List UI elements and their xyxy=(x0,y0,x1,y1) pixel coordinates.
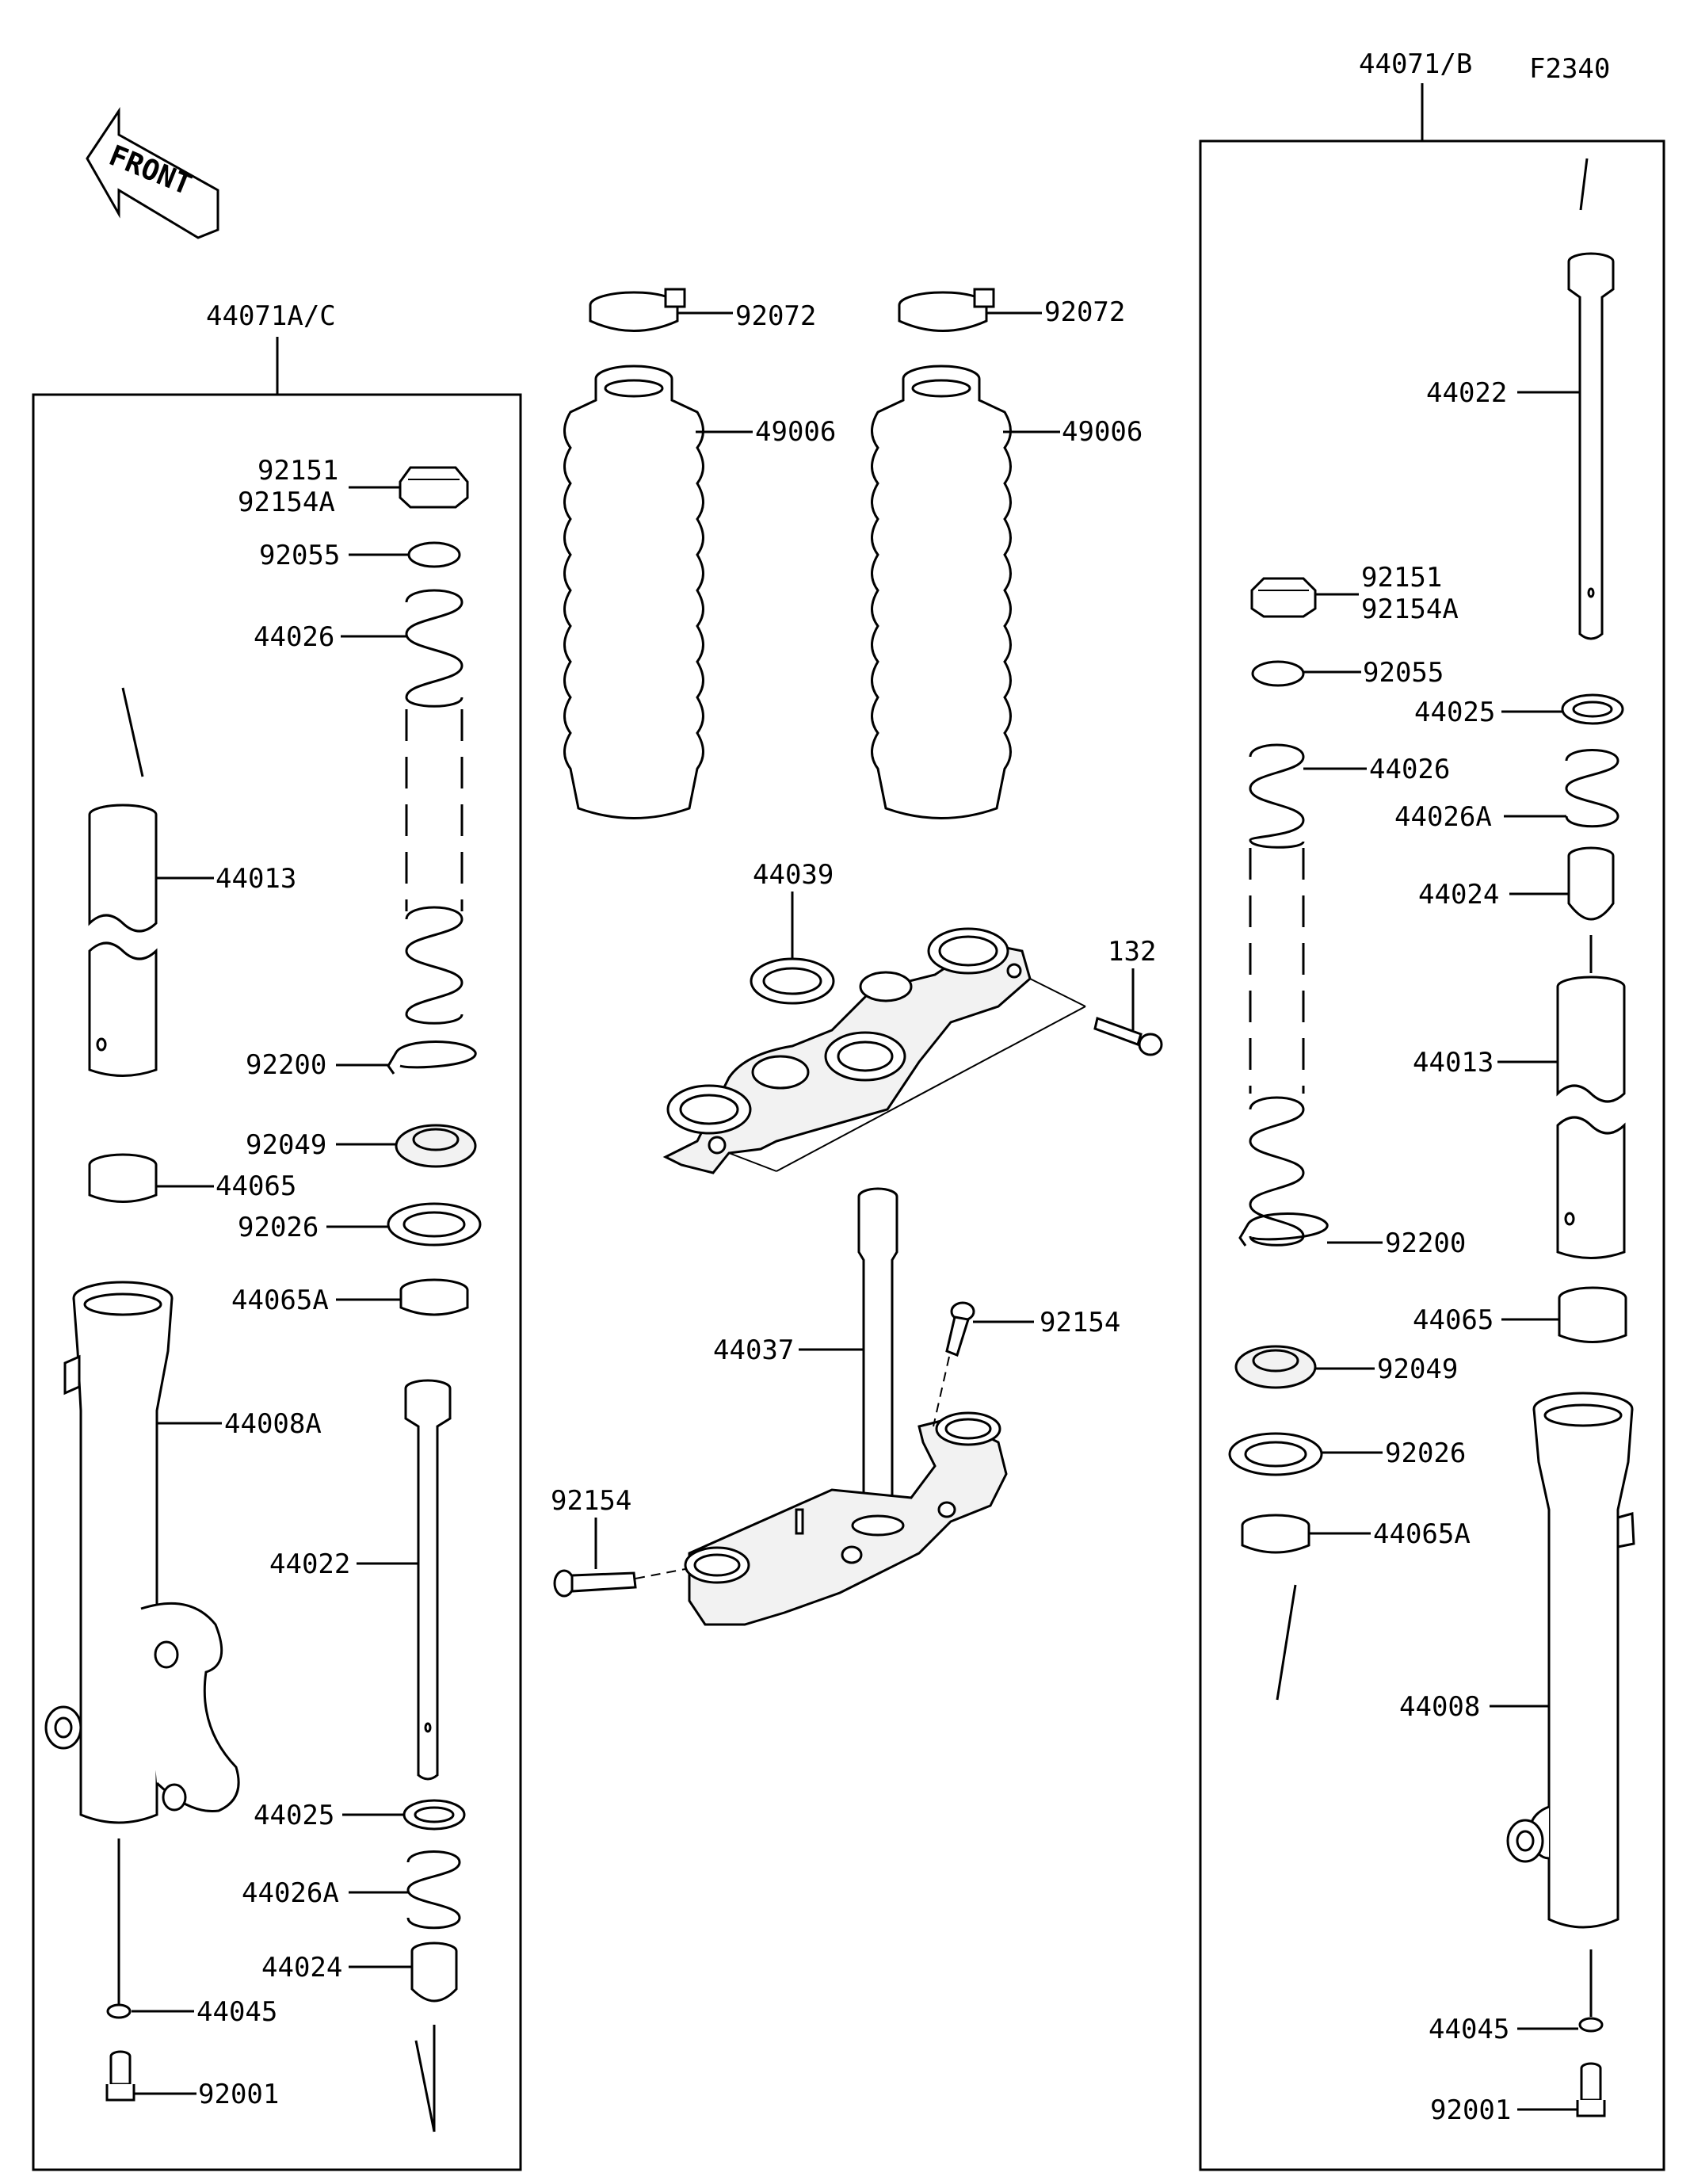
o-ring-left xyxy=(407,541,461,568)
guide-bushing-left xyxy=(399,1278,469,1316)
rebound-spring-left xyxy=(406,1850,461,1930)
cap-bolt-left xyxy=(399,466,469,509)
diagram-code: F2340 xyxy=(1529,53,1610,85)
part-number-label: 44024 xyxy=(261,1952,342,1984)
o-ring-right xyxy=(1251,660,1305,687)
drain-washer-left xyxy=(106,2003,132,2019)
part-number-label: 44065A xyxy=(231,1285,329,1316)
part-number-label: 44022 xyxy=(269,1548,350,1580)
left-assembly-frame xyxy=(32,393,522,2171)
part-number-label: 92001 xyxy=(198,2079,279,2110)
front-arrow-icon: FRONT xyxy=(86,107,219,239)
part-number-label: 44045 xyxy=(196,1996,277,2028)
fork-spring-right xyxy=(1249,743,1305,1247)
part-number-label: 92055 xyxy=(259,540,340,571)
part-number-label: 44025 xyxy=(254,1800,334,1831)
part-number-label: 92151 xyxy=(258,455,338,487)
part-number-label: 92055 xyxy=(1363,657,1444,689)
part-number-label: 92154A xyxy=(1361,594,1459,625)
part-number-label: 44025 xyxy=(1414,697,1495,728)
part-number-label: 44008A xyxy=(224,1408,322,1440)
fork-boot-a xyxy=(563,365,704,819)
steering-stem-lower-bracket xyxy=(684,1187,1008,1626)
part-number-label: 44065 xyxy=(1413,1304,1494,1336)
boot-clamp-b xyxy=(898,288,995,332)
outer-tube-left xyxy=(44,1281,240,1824)
part-number-label: 44013 xyxy=(1413,1047,1494,1079)
right-assembly: 44071/B 44022 92151 92154A 92055 4402 xyxy=(1199,48,1665,2171)
part-number-label: 92151 xyxy=(1361,562,1442,594)
bushing-right xyxy=(1558,1286,1627,1343)
circlip-left xyxy=(387,1040,477,1075)
left-assembly-label: 44071A/C xyxy=(206,300,336,332)
part-number-label: 92200 xyxy=(246,1049,326,1081)
part-number-label: 92001 xyxy=(1430,2094,1511,2126)
part-number-label: 92049 xyxy=(246,1129,326,1161)
fork-spring-left xyxy=(405,589,464,1025)
upper-bracket xyxy=(662,927,1032,1174)
part-number-label: 44039 xyxy=(753,859,834,891)
part-number-label: 44024 xyxy=(1418,879,1499,911)
part-number-label: 44065A xyxy=(1373,1518,1471,1550)
part-number-label: 92049 xyxy=(1377,1354,1458,1385)
part-number-label: 92200 xyxy=(1385,1228,1466,1259)
part-number-label: 44013 xyxy=(216,863,296,895)
boot-clamp-a xyxy=(589,288,686,332)
oil-lock-piece-left xyxy=(410,1942,458,2003)
washer-right xyxy=(1228,1432,1323,1476)
bottom-bolt-right xyxy=(1576,2062,1606,2117)
rebound-spring-right xyxy=(1565,749,1619,828)
rebound-ring-left xyxy=(402,1799,466,1831)
part-number-label: 44022 xyxy=(1426,377,1507,409)
part-number-label: 44037 xyxy=(713,1334,794,1366)
part-number-label: 92154 xyxy=(1040,1307,1120,1338)
fork-boot-b xyxy=(871,365,1012,819)
part-number-label: 44026 xyxy=(254,621,334,653)
damper-rod-left xyxy=(404,1379,452,1781)
inner-tube-right xyxy=(1556,976,1626,1259)
part-number-label: 44026 xyxy=(1369,754,1450,785)
right-assembly-frame xyxy=(1199,139,1665,2171)
circlip-right xyxy=(1238,1212,1329,1247)
part-number-label: 132 xyxy=(1108,936,1156,968)
bracket-bolt-lower xyxy=(553,1569,637,1598)
oil-lock-piece-right xyxy=(1567,846,1615,921)
washer-left xyxy=(387,1202,482,1247)
oil-seal-left xyxy=(395,1124,477,1168)
bottom-bolt-left xyxy=(105,2050,135,2102)
guide-bushing-right xyxy=(1241,1514,1310,1554)
bracket-bolt-upper xyxy=(945,1301,975,1357)
center-parts: 92072 92072 49006 49006 44039 xyxy=(551,288,1163,1626)
part-number-label: 44065 xyxy=(216,1170,296,1202)
damper-rod-right xyxy=(1567,252,1615,640)
oil-seal-right xyxy=(1234,1345,1317,1389)
cap-bolt-right xyxy=(1250,577,1317,618)
part-number-label: 92072 xyxy=(735,300,816,332)
pinch-bolt-132 xyxy=(1093,1017,1163,1056)
bushing-left xyxy=(88,1153,158,1203)
part-number-label: 92026 xyxy=(238,1212,319,1243)
inner-tube-left xyxy=(88,804,158,1077)
drain-washer-right xyxy=(1578,2017,1604,2033)
part-number-label: 44008 xyxy=(1399,1691,1480,1723)
outer-tube-right xyxy=(1506,1392,1635,1929)
part-number-label: 92072 xyxy=(1044,296,1125,328)
part-number-label: 49006 xyxy=(1062,416,1143,448)
right-assembly-label: 44071/B xyxy=(1359,48,1472,80)
left-assembly: 44071A/C 92151 92154A 92055 44026 xyxy=(32,300,522,2171)
part-number-label: 44045 xyxy=(1429,2014,1509,2045)
rebound-ring-right xyxy=(1561,693,1624,725)
part-number-label: 92154 xyxy=(551,1485,631,1517)
part-number-label: 92026 xyxy=(1385,1438,1466,1469)
part-number-label: 44026A xyxy=(242,1877,339,1909)
part-number-label: 49006 xyxy=(755,416,836,448)
part-number-label: 44026A xyxy=(1394,801,1492,833)
part-number-label: 92154A xyxy=(238,487,335,518)
